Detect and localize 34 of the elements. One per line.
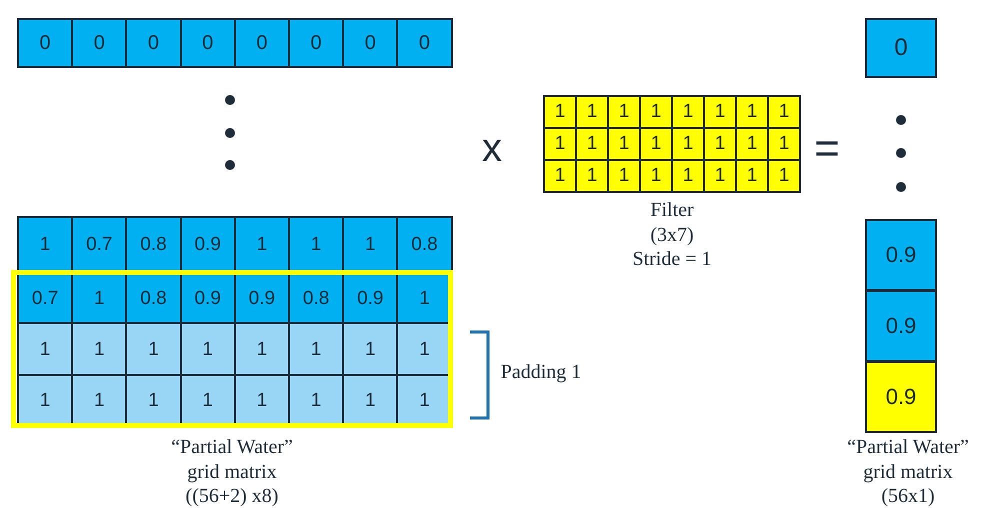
- grid-cell: 0: [342, 18, 398, 68]
- caption-text: “Partial Water”: [847, 436, 969, 459]
- filter-cell: 1: [703, 159, 737, 193]
- filter-cell: 1: [639, 159, 673, 193]
- caption-text: Filter: [650, 199, 694, 222]
- grid-cell: 0: [234, 18, 290, 68]
- grid-cell: 0: [17, 18, 74, 68]
- output-cell: 0.9: [865, 361, 937, 433]
- caption-text: grid matrix: [863, 461, 953, 484]
- caption-text: ((56+2) x8): [186, 485, 278, 508]
- filter-cell: 1: [767, 95, 801, 129]
- equals-sign: =: [814, 124, 840, 174]
- filter-cell: 1: [767, 159, 801, 193]
- padding-label: Padding 1: [500, 361, 582, 384]
- output-cell: 0.9: [865, 290, 937, 362]
- filter-cell: 1: [543, 159, 577, 193]
- caption-text: Stride = 1: [632, 248, 712, 271]
- caption-text: (3x7): [650, 224, 694, 247]
- grid-cell: 0: [125, 18, 182, 68]
- caption-text: grid matrix: [187, 461, 277, 484]
- grid-cell: 0: [396, 18, 453, 68]
- grid-cell: 0: [180, 18, 236, 68]
- filter-cell: 1: [671, 159, 705, 193]
- caption-text: (56x1): [881, 485, 935, 508]
- grid-cell: 0: [288, 18, 344, 68]
- filter-cell: 1: [767, 127, 801, 161]
- filter-cell: 1: [575, 159, 609, 193]
- filter-cell: 1: [607, 159, 641, 193]
- output-cell: 0: [865, 18, 937, 78]
- filter-cell: 1: [735, 159, 769, 193]
- output-cell: 0.9: [865, 219, 937, 291]
- caption-text: “Partial Water”: [171, 436, 293, 459]
- multiply-sign: x: [482, 126, 502, 171]
- grid-cell: 0: [71, 18, 128, 68]
